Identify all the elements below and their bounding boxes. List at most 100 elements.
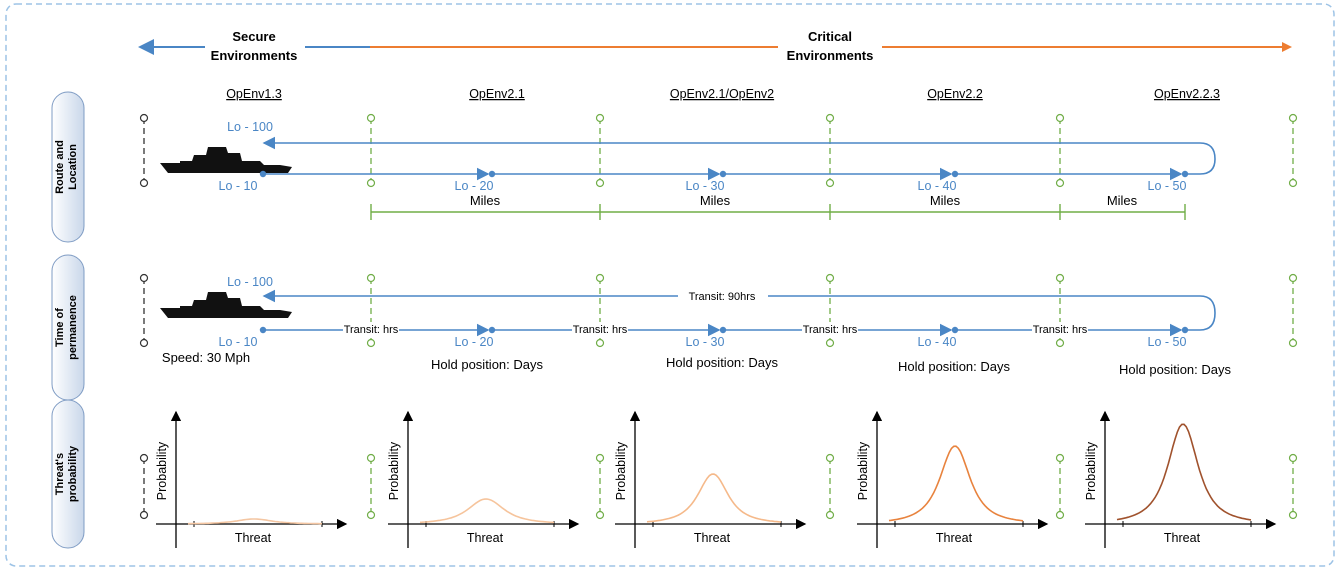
secure-label-2: Environments (211, 48, 298, 63)
threat-curve (1116, 423, 1252, 521)
miles-label: Miles (700, 193, 731, 208)
plot-y-label: Probability (856, 441, 870, 500)
row-label-route-2: Location (67, 144, 79, 190)
hold-position-label: Hold position: Days (431, 357, 543, 372)
ship-hull (160, 147, 292, 173)
left-marker-top (139, 453, 149, 463)
plot-x-label: Threat (235, 531, 272, 545)
divider-bottom (825, 178, 835, 188)
transit-label: Transit: hrs (803, 324, 858, 336)
divider-top (595, 113, 605, 123)
route-point (951, 170, 959, 178)
critical-label-1: Critical (808, 29, 852, 44)
divider-top (366, 453, 376, 463)
plot-x-label: Threat (936, 531, 973, 545)
divider-top (1288, 113, 1298, 123)
hold-position-label: Hold position: Days (666, 355, 778, 370)
divider-bottom (1288, 510, 1298, 520)
critical-arrowhead (1282, 42, 1292, 52)
divider-top (1288, 453, 1298, 463)
transit-label-bg (572, 322, 628, 338)
route-location-label: Lo - 20 (455, 179, 494, 193)
hold-position-label: Hold position: Days (898, 359, 1010, 374)
threat-curve (646, 473, 782, 523)
threat-curve (419, 498, 555, 524)
divider-bottom (825, 510, 835, 520)
critical-label-2: Environments (787, 48, 874, 63)
miles-label: Miles (1107, 193, 1138, 208)
divider-bottom (366, 178, 376, 188)
time-location-label: Lo - 50 (1148, 335, 1187, 349)
plot-x-label: Threat (694, 531, 731, 545)
time-point (719, 326, 727, 334)
divider-top (825, 113, 835, 123)
plot-y-label: Probability (387, 441, 401, 500)
divider-top (1055, 453, 1065, 463)
env-header-4: OpEnv2.2 (927, 87, 983, 101)
transit-label: Transit: hrs (344, 324, 399, 336)
divider-top (1055, 273, 1065, 283)
left-marker-bottom (139, 338, 149, 348)
time-location-label: Lo - 20 (455, 335, 494, 349)
divider-bottom (595, 510, 605, 520)
env-header-1: OpEnv1.3 (226, 87, 282, 101)
env-header-2: OpEnv2.1 (469, 87, 525, 101)
time-point (1181, 326, 1189, 334)
divider-bottom (595, 178, 605, 188)
env-header-5: OpEnv2.2.3 (1154, 87, 1220, 101)
critical-label-bg (778, 26, 882, 66)
divider-bottom (366, 338, 376, 348)
row-label-route-1: Route and (54, 140, 66, 194)
row-label-time-1: Time of (54, 308, 66, 347)
time-return-line (262, 289, 1216, 331)
miles-label: Miles (930, 193, 961, 208)
secure-label-1: Secure (232, 29, 275, 44)
transit-label-bg (343, 322, 399, 338)
plot-y-label: Probability (1084, 441, 1098, 500)
transit-label: Transit: hrs (1033, 324, 1088, 336)
divider-top (595, 273, 605, 283)
speed-label: Speed: 30 Mph (162, 350, 250, 365)
route-return-line (262, 136, 1216, 175)
transit-return-label: Transit: 90hrs (689, 291, 756, 303)
route-location-label: Lo - 30 (686, 179, 725, 193)
time-point (488, 326, 496, 334)
divider-bottom (1055, 338, 1065, 348)
divider-bottom (1288, 178, 1298, 188)
plot-x-label: Threat (467, 531, 504, 545)
hold-position-label-last: Hold position: Days (1119, 362, 1231, 377)
left-marker-bottom (139, 510, 149, 520)
divider-bottom (1288, 338, 1298, 348)
plot-y-label: Probability (614, 441, 628, 500)
plot-x-label: Threat (1164, 531, 1201, 545)
transit-return-bg (678, 288, 768, 304)
row-label-threat-1: Threat's (54, 453, 66, 495)
route-point (259, 170, 267, 178)
plot-y-label: Probability (155, 441, 169, 500)
divider-top (1055, 113, 1065, 123)
row-pill-route (51, 91, 85, 243)
time-top-location: Lo - 100 (227, 275, 273, 289)
time-location-label: Lo - 40 (918, 335, 957, 349)
route-point (488, 170, 496, 178)
divider-top (366, 113, 376, 123)
route-top-location: Lo - 100 (227, 120, 273, 134)
left-marker-bottom (139, 178, 149, 188)
divider-top (825, 453, 835, 463)
divider-bottom (825, 338, 835, 348)
divider-top (1288, 273, 1298, 283)
route-point (1181, 170, 1189, 178)
left-marker-top (139, 113, 149, 123)
route-location-label: Lo - 50 (1148, 179, 1187, 193)
transit-label-bg (802, 322, 858, 338)
time-point (951, 326, 959, 334)
divider-top (825, 273, 835, 283)
threat-curve (888, 445, 1024, 522)
divider-bottom (1055, 178, 1065, 188)
secure-label-bg (205, 26, 305, 66)
